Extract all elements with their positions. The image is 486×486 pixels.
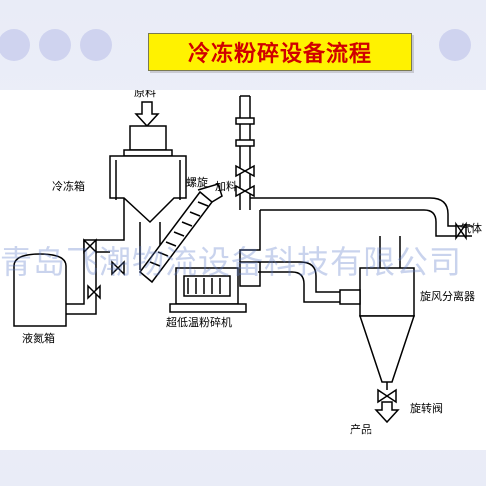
raw-material-arrow [134, 101, 160, 128]
process-diagram: 原料 冷冻箱 螺旋 加料 气体 液氮箱 超低温粉碎机 旋风分离器 旋转阀 产品 [0, 85, 486, 450]
label-freezing-box: 冷冻箱 [52, 179, 85, 193]
label-cyclone-separator: 旋风分离器 [420, 289, 475, 303]
company-watermark: 青岛飞潮物流设备科技有限公司 [0, 243, 463, 277]
title-banner: 冷冻粉碎设备流程 [148, 33, 412, 71]
background-decoration [0, 29, 471, 61]
label-liquid-nitrogen-box: 液氮箱 [22, 331, 55, 345]
label-screw: 螺旋 [186, 175, 208, 189]
label-ultra-low-temp-mill: 超低温粉碎机 [166, 315, 232, 329]
label-rotary-valve: 旋转阀 [410, 401, 443, 415]
label-gas: 气体 [460, 221, 482, 235]
page-title: 冷冻粉碎设备流程 [187, 42, 372, 67]
label-raw-material: 原料 [134, 90, 156, 99]
label-feed: 加料 [215, 179, 237, 193]
hopper [129, 125, 167, 151]
liquid-nitrogen-tank [13, 253, 67, 327]
rotary-valve-symbol [377, 388, 397, 404]
freezing-box [109, 155, 187, 224]
url-watermark: feichao.1688.com [270, 420, 486, 455]
label-product: 产品 [350, 422, 372, 436]
product-arrow [374, 401, 400, 424]
process-flow-svg: 原料 冷冻箱 螺旋 加料 气体 液氮箱 超低温粉碎机 旋风分离器 旋转阀 产品 [13, 85, 482, 436]
